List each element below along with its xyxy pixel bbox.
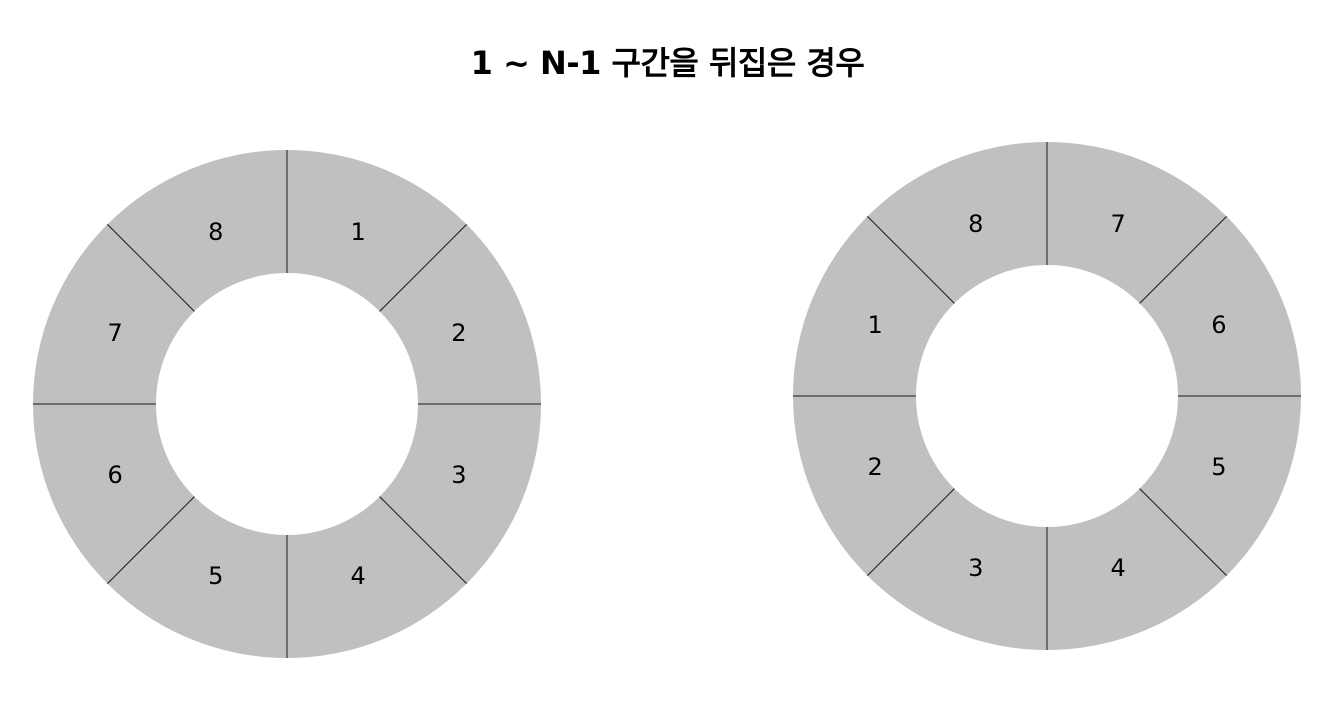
ring-segment: [1139, 216, 1301, 396]
ring-segment: [287, 150, 467, 312]
ring-segment: [107, 150, 288, 312]
segment-label: 4: [351, 562, 366, 590]
ring-original: 1 2 3 4 5 6 7 8: [33, 150, 541, 658]
ring-segment: [379, 224, 541, 404]
ring-segment: [1047, 142, 1227, 304]
ring-segment: [107, 496, 288, 658]
segment-label: 3: [451, 461, 466, 489]
segment-label: 4: [1111, 554, 1126, 582]
segment-label: 7: [1111, 210, 1126, 238]
segment-label: 2: [451, 319, 466, 347]
ring-segment: [287, 496, 467, 658]
segment-label: 3: [968, 554, 983, 582]
segment-divider: [867, 216, 955, 304]
ring-segment: [1047, 488, 1227, 650]
segment-label: 1: [351, 218, 366, 246]
segment-label: 5: [208, 562, 223, 590]
page-title: 1 ~ N-1 구간을 뒤집은 경우: [470, 44, 865, 82]
segment-label: 1: [868, 311, 883, 339]
segment-divider: [379, 496, 467, 584]
ring-segment: [33, 404, 195, 584]
segment-divider: [107, 496, 195, 584]
ring-segment: [379, 404, 541, 584]
segment-label: 6: [108, 461, 123, 489]
ring-reversed: 7 6 5 4 3 2 1 8: [793, 142, 1301, 650]
ring-segment: [793, 216, 955, 396]
segment-label: 2: [868, 453, 883, 481]
ring-segment: [867, 488, 1047, 650]
segment-divider: [1139, 216, 1227, 304]
ring-segment: [793, 396, 955, 576]
ring-segment: [1139, 396, 1301, 576]
segment-divider: [867, 488, 955, 576]
ring-segment: [867, 142, 1047, 304]
segment-label: 5: [1211, 453, 1226, 481]
ring-segment: [33, 224, 195, 404]
segment-label: 8: [968, 210, 983, 238]
segment-label: 7: [108, 319, 123, 347]
segment-divider: [1139, 488, 1227, 576]
segment-divider: [107, 224, 195, 312]
segment-divider: [379, 224, 467, 312]
segment-label: 6: [1211, 311, 1226, 339]
segment-label: 8: [208, 218, 223, 246]
